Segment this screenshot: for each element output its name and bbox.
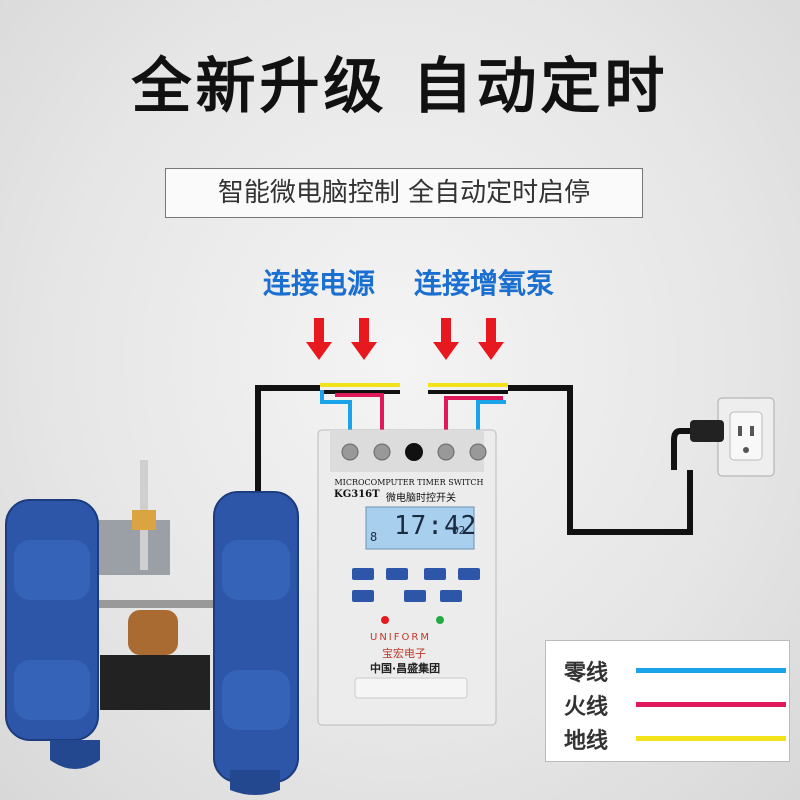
timer-maker-group: 中国·昌盛集团 bbox=[370, 662, 441, 675]
down-arrow-icon bbox=[351, 318, 377, 360]
timer-display-time: 17:42 bbox=[394, 511, 478, 541]
timer-maker-en: UNIFORM bbox=[370, 632, 431, 643]
legend-item-neutral: 零线 bbox=[564, 655, 786, 687]
down-arrow-icon bbox=[478, 318, 504, 360]
timer-display-day: 8 bbox=[370, 530, 378, 544]
down-arrow-icon bbox=[306, 318, 332, 360]
subtitle-text: 智能微电脑控制 全自动定时启停 bbox=[217, 178, 591, 208]
timer-model-cn: 微电脑时控开关 bbox=[386, 493, 456, 504]
timer-brand-top: MICROCOMPUTER TIMER SWITCH bbox=[334, 478, 484, 487]
timer-switch bbox=[317, 429, 497, 726]
wall-outlet bbox=[671, 397, 775, 477]
timer-model: KG316T bbox=[334, 489, 380, 500]
aerator-floats bbox=[5, 460, 299, 795]
power-cable bbox=[255, 385, 693, 535]
legend-swatch bbox=[636, 668, 786, 673]
headline: 全新升级 自动定时 bbox=[131, 52, 669, 122]
wire-legend: 零线 火线 地线 bbox=[545, 640, 790, 762]
timer-maker-cn: 宝宏电子 bbox=[382, 647, 426, 660]
legend-item-live: 火线 bbox=[564, 689, 786, 721]
legend-swatch bbox=[636, 736, 786, 741]
timer-display-seconds: 02 bbox=[452, 524, 466, 537]
pump-connection-label: 连接增氧泵 bbox=[414, 267, 555, 300]
legend-item-ground: 地线 bbox=[564, 723, 786, 755]
legend-label: 火线 bbox=[564, 695, 609, 720]
legend-label: 零线 bbox=[564, 661, 609, 686]
legend-swatch bbox=[636, 702, 786, 707]
legend-label: 地线 bbox=[564, 729, 609, 754]
power-connection-label: 连接电源 bbox=[263, 267, 376, 300]
subtitle-box: 智能微电脑控制 全自动定时启停 bbox=[165, 168, 643, 218]
down-arrow-icon bbox=[433, 318, 459, 360]
